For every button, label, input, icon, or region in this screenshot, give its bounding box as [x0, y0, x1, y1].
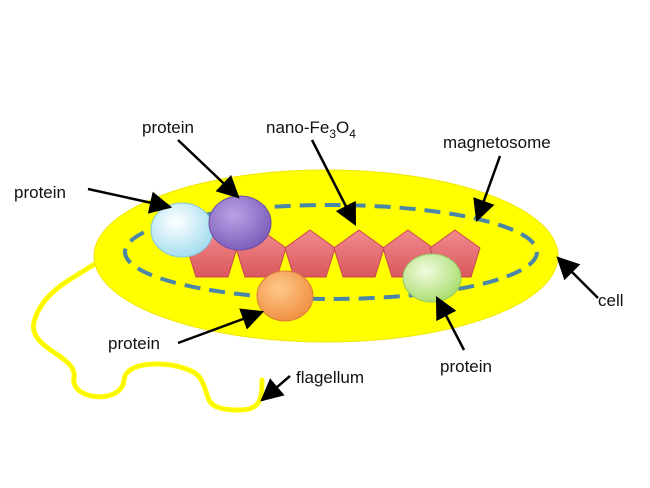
- arrow-protein-top: [177, 139, 240, 199]
- arrow-cell: [556, 256, 599, 299]
- protein-orange: [256, 270, 314, 322]
- arrow-magnetosome: [473, 155, 502, 223]
- protein-purple: [208, 195, 272, 251]
- arrow-protein-bottom-right: [435, 296, 466, 351]
- nano-mid: O: [336, 118, 349, 137]
- label-cell: cell: [598, 291, 624, 310]
- arrows: [87, 139, 599, 402]
- label-protein-bottom-right: protein: [440, 357, 492, 376]
- nano-prefix: nano-Fe: [266, 118, 329, 137]
- label-protein-bottom-left: protein: [108, 334, 160, 353]
- nano-sub1: 3: [329, 127, 336, 141]
- label-protein-left: protein: [14, 183, 66, 202]
- nano-sub2: 4: [349, 127, 356, 141]
- label-flagellum: flagellum: [296, 368, 364, 387]
- protein-green: [402, 253, 462, 303]
- arrow-protein-bottom-left: [177, 308, 265, 345]
- label-nano-fe3o4: nano-Fe3O4: [266, 118, 356, 141]
- label-protein-top: protein: [142, 118, 194, 137]
- arrow-nano: [310, 139, 357, 227]
- flagellum-outline: [33, 261, 263, 411]
- crystal-4: [333, 229, 385, 278]
- label-magnetosome: magnetosome: [443, 133, 551, 152]
- arrow-protein-left: [87, 187, 173, 214]
- protein-cyan: [150, 202, 214, 258]
- arrow-flagellum: [260, 375, 291, 402]
- crystal-3: [284, 229, 336, 278]
- magnetosome-membrane: [123, 203, 539, 301]
